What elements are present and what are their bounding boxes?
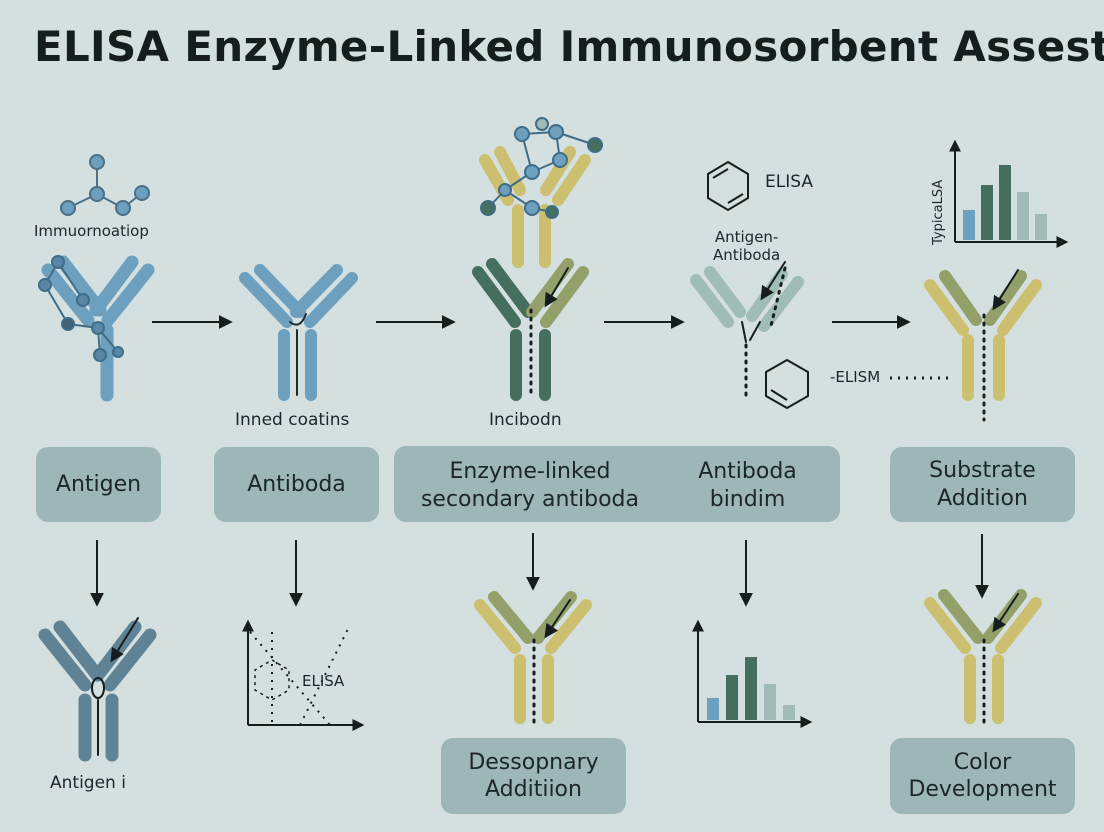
top-chart [949,139,1069,248]
antibody-icon-8 [924,589,1042,724]
substrate-addition-box: Substrate Addition [890,447,1075,522]
antibody-icon-3 [472,258,589,401]
dessopnary-addition-box: Dessopnary Additiion [441,738,626,814]
typical-label: TypicaLSA [931,179,946,245]
enzyme-linked-label: Enzyme-linked secondary antiboda [420,459,640,512]
bottom-chart-bar-2 [726,675,738,720]
bottom-chart-bar-1 [707,698,719,720]
elisa-plot [242,619,365,731]
top-chart-bar-5 [1035,214,1047,240]
hexagon-icon [707,160,749,212]
page-title: ELISA Enzyme-Linked Immunosorbent Assest [34,22,1104,71]
elisa-hex-label: ELISA [765,172,813,192]
inned-coatins-label: Inned coatins [235,410,350,430]
elism-label: -ELISM [830,368,881,386]
antibody-icon-2 [239,264,358,401]
molecule-icon [60,154,150,216]
bottom-chart-bar-3 [745,657,757,720]
color-development-box: Color Development [890,738,1075,814]
top-chart-bar-4 [1017,192,1029,240]
antibody-icon-7 [474,591,592,724]
incibodn-label: Incibodn [489,410,562,430]
enzyme-linked-box [394,446,840,522]
top-chart-bar-2 [981,185,993,240]
antibody-icon-1 [38,255,155,402]
cyclohexene-icon [765,358,809,410]
top-chart-bar-1 [963,210,975,240]
antiboda-box: Antiboda [214,447,379,522]
bottom-chart-bar-5 [783,705,795,720]
elisa-plot-label: ELISA [302,672,345,690]
antibody-icon-4 [690,261,804,402]
antiboda-bindim-label: Antiboda bindim [698,459,797,512]
antigen-i-label: Antigen i [50,773,126,793]
top-chart-bar-3 [999,165,1011,240]
immuno-label: Immuornoatiop [34,222,149,240]
antigen-molecule-icon [479,117,603,268]
antibody-icon-5 [924,269,1042,422]
antigen-antiboda-label: Antigen- Antiboda [713,228,781,264]
bottom-chart-bar-4 [764,684,776,720]
bottom-chart [692,619,813,728]
antibody-icon-6 [38,617,157,762]
antigen-box: Antigen [36,447,161,522]
